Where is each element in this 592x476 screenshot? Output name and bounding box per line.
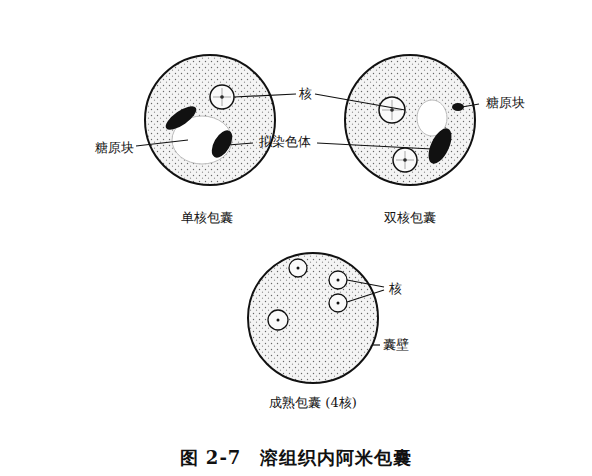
cyst-name: 双核包囊 [384, 210, 436, 226]
leader-lines [136, 94, 479, 345]
glycogen-label: 糖原块 [95, 140, 134, 156]
cyst-name: 成熟包囊 (4核) [269, 395, 357, 411]
binucleate-cyst [345, 55, 475, 185]
uninucleate-cyst [145, 55, 275, 185]
figure-caption: 图 2-7 溶组织内阿米包囊 [180, 447, 413, 469]
nucleus-label: 核 [299, 86, 312, 102]
glycogen-label: 糖原块 [486, 95, 525, 111]
nucleus-label: 核 [389, 281, 402, 297]
cyst-wall-label: 囊壁 [383, 337, 409, 353]
chromatoid-label: 拟染色体 [259, 134, 311, 150]
cyst-name: 单核包囊 [181, 210, 233, 226]
mature-cyst [248, 253, 378, 383]
